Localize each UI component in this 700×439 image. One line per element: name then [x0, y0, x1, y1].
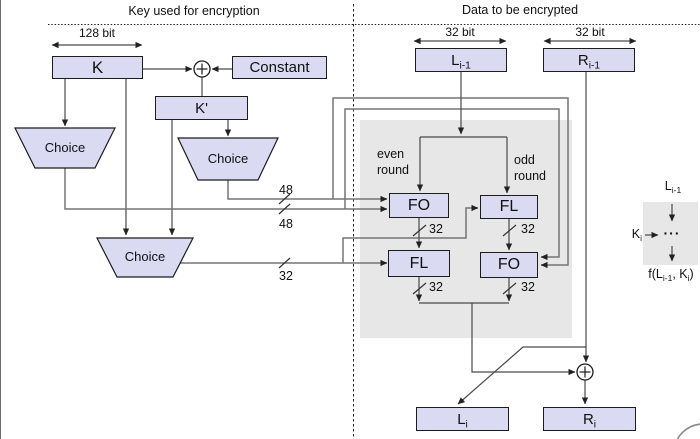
fl-even-box: FL	[388, 250, 450, 277]
mini-input-label: Li-1	[664, 179, 682, 195]
r-in-box: Ri-1	[543, 48, 635, 72]
mini-output-label: f(Li-1, Ki)	[648, 267, 694, 283]
slash-48-b	[278, 203, 291, 215]
fl-odd-box: FL	[480, 195, 538, 219]
choice2-shape	[177, 137, 279, 181]
choice1-label: Choice	[44, 140, 86, 155]
bus-branch-32-to-fl-odd	[342, 204, 479, 263]
mini-key-label: Ki	[631, 227, 642, 243]
xor-data-icon	[576, 363, 594, 381]
bus48-top-label: 48	[279, 183, 293, 197]
bus-wrap-outer-48	[332, 97, 569, 269]
slash-48-a	[278, 193, 291, 205]
bus-choice1-48-to-fo	[64, 168, 388, 213]
bus32-fo-odd-label: 32	[521, 280, 535, 294]
r-width-label: 32 bit	[575, 25, 605, 39]
choice2-label: Choice	[207, 151, 249, 166]
constant-box: Constant	[232, 56, 327, 79]
kprime-box: K'	[155, 96, 248, 120]
slash-32-fo-even	[412, 224, 427, 237]
l-width-label: 32 bit	[445, 25, 475, 39]
bus32-fo-even-label: 32	[429, 222, 443, 236]
left-edge-rule	[0, 0, 1, 439]
mini-dots-label: ···	[663, 225, 681, 241]
slash-32-fl-odd	[502, 224, 517, 237]
bus48-bottom-label: 48	[279, 217, 293, 231]
slash-32-fo-odd	[502, 282, 517, 295]
choice3-shape	[96, 237, 194, 278]
bus32-fl-odd-label: 32	[521, 222, 535, 236]
bus-wrap-inner-48	[344, 108, 560, 261]
slash-32-fl-even	[412, 282, 427, 295]
slash-32-key	[278, 257, 291, 269]
bus32-key-label: 32	[279, 269, 293, 283]
left-section-title: Key used for encryption	[128, 4, 260, 18]
r-out-box: Ri	[543, 407, 636, 431]
wire-f-to-xor	[471, 303, 576, 376]
choice1-shape	[14, 127, 116, 169]
bus32-fl-even-label: 32	[429, 280, 443, 294]
bus-choice2-48-to-fo	[227, 180, 388, 203]
fo-even-box: FO	[389, 193, 449, 218]
choice3-label: Choice	[124, 249, 166, 264]
l-out-box: Li	[416, 407, 509, 431]
fo-odd-box: FO	[480, 252, 538, 278]
key-box: K	[52, 56, 143, 79]
right-section-title: Data to be encrypted	[461, 3, 579, 17]
l-in-box: Li-1	[415, 48, 507, 72]
xor-key-icon	[193, 60, 211, 78]
corner-arc-decoration	[676, 423, 700, 439]
k-width-label: 128 bit	[78, 26, 116, 40]
wire-swap-to-l-out	[457, 346, 586, 405]
